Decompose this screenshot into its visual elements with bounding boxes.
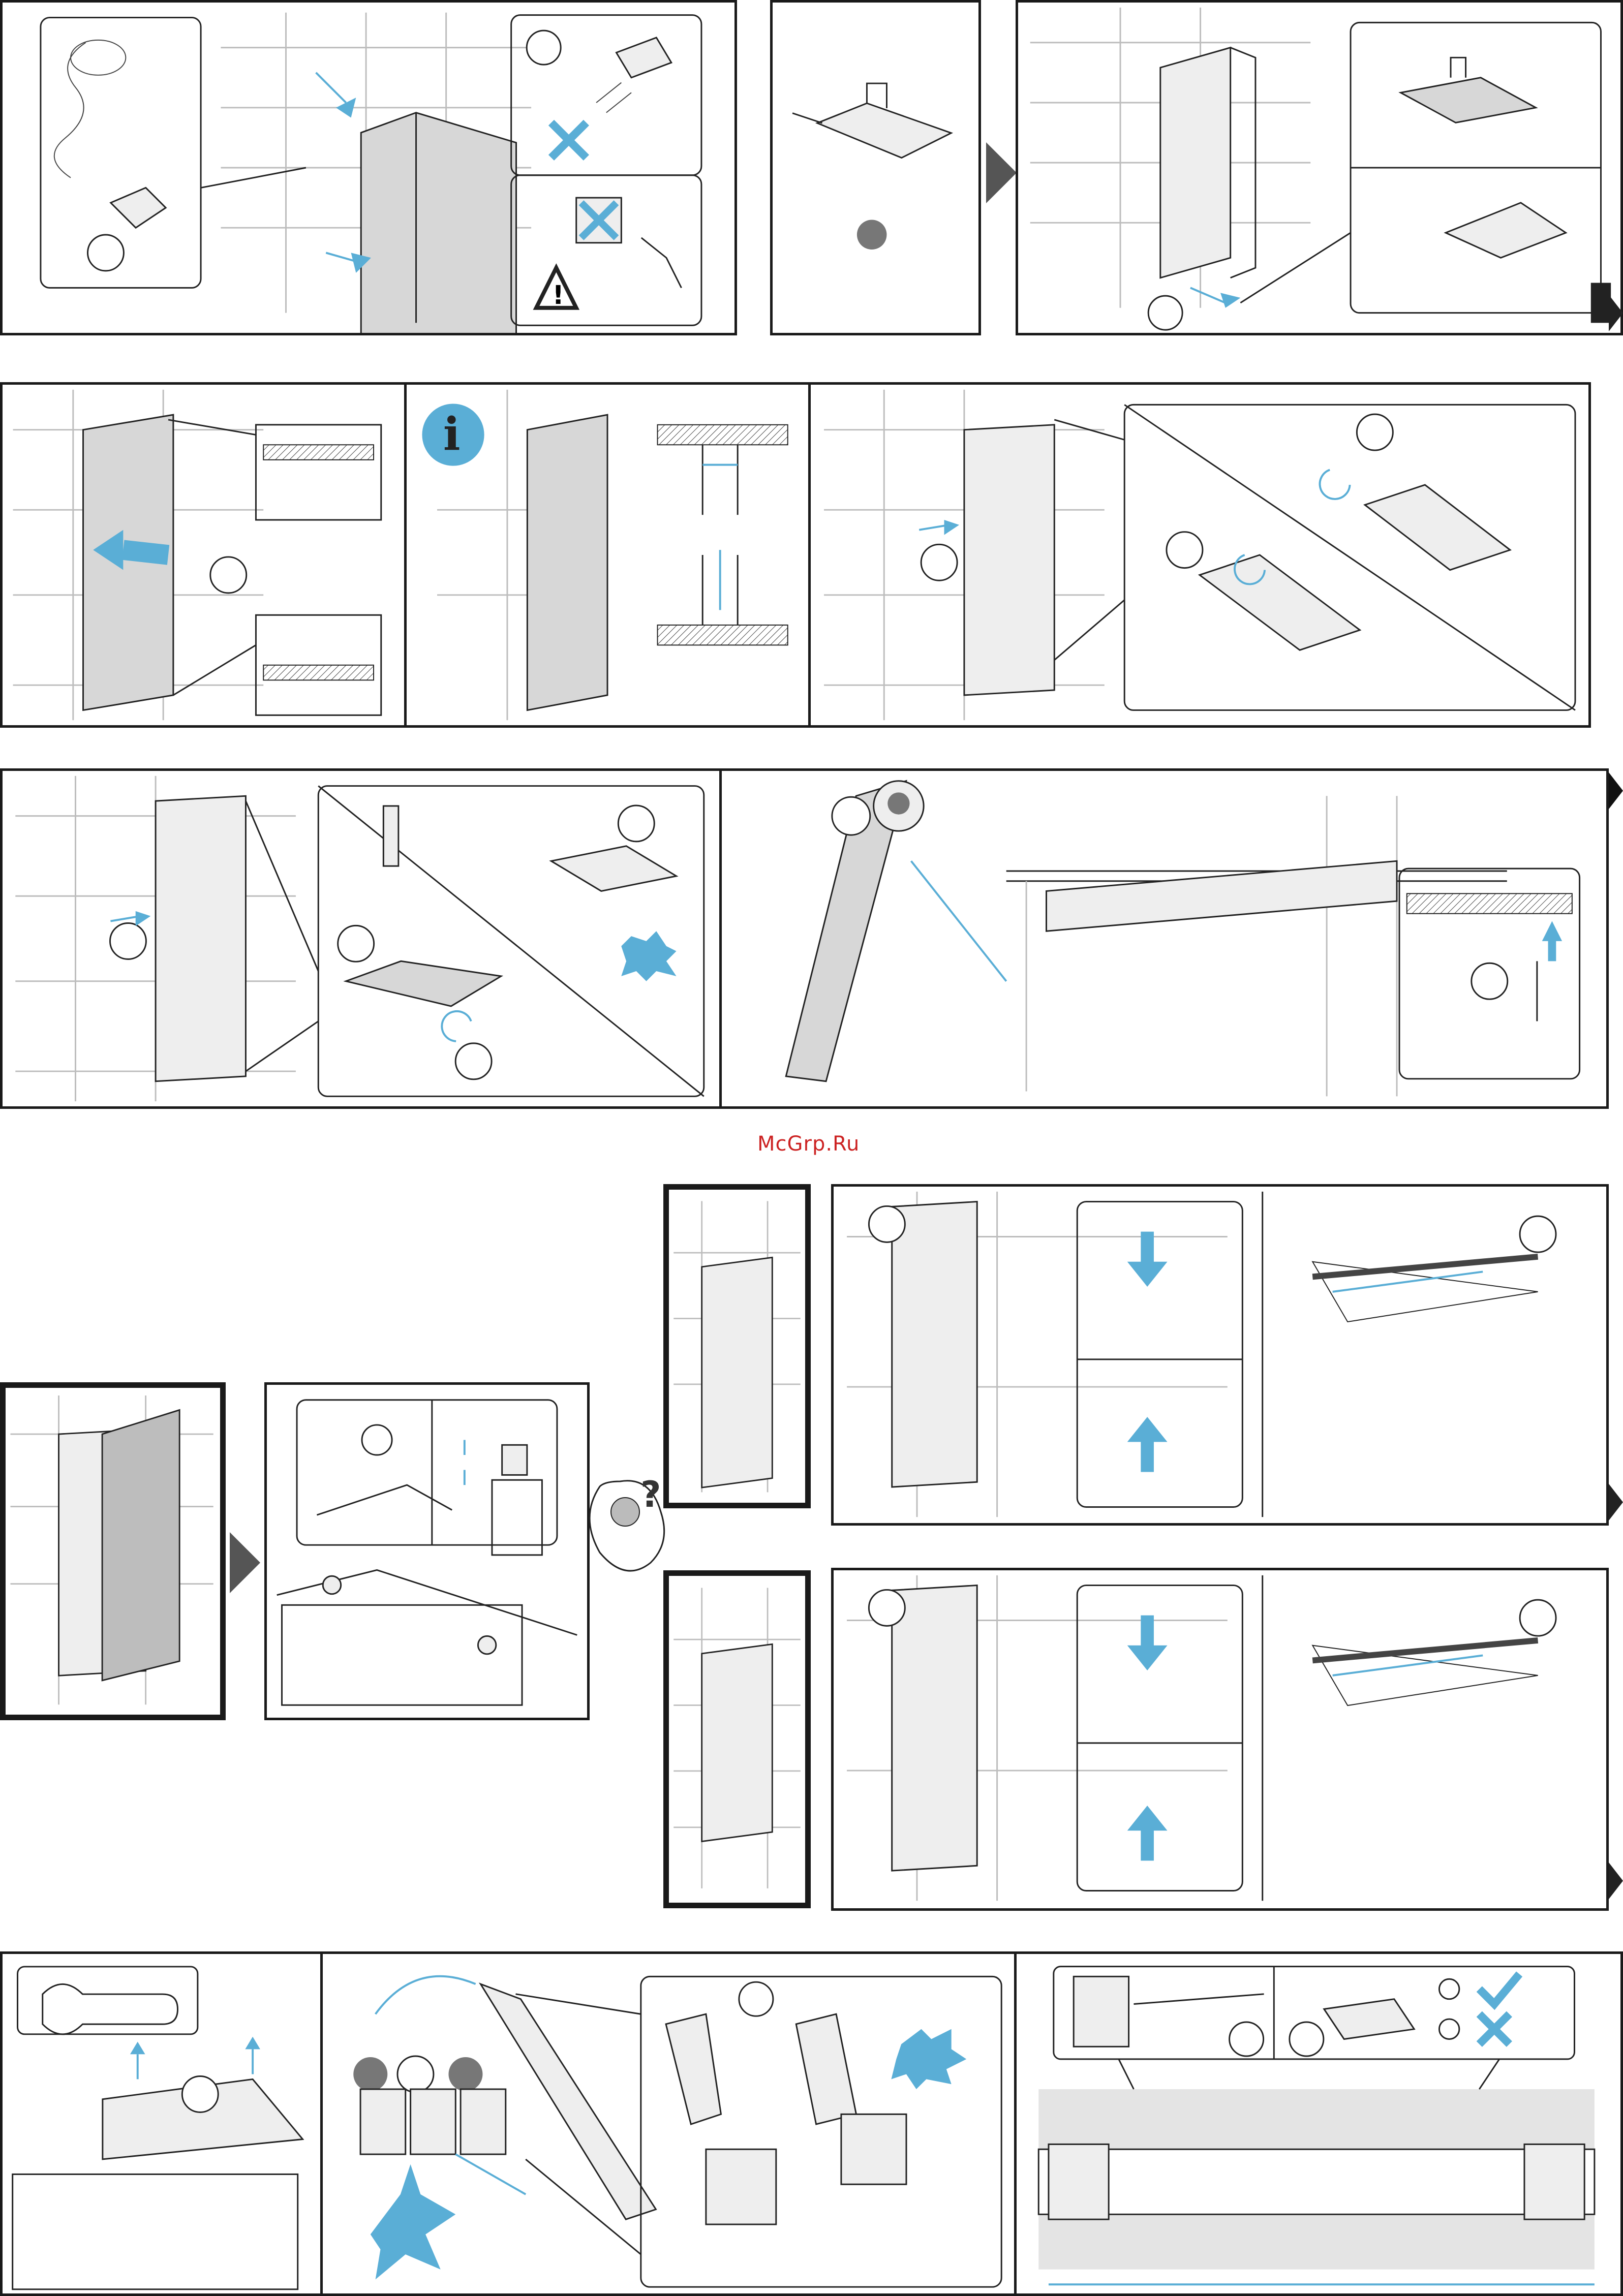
svg-text:!: ! — [552, 280, 564, 311]
panel-hinge — [808, 382, 1591, 728]
panel-remove-nuts — [0, 1951, 323, 2296]
panel-door-align-b — [831, 1568, 1609, 1911]
panel-base-bracket — [1016, 0, 1623, 335]
next-arrow — [986, 142, 1017, 205]
panel-accessory-bag — [770, 0, 981, 335]
next-arrow-2 — [230, 1532, 260, 1595]
panel-door-align-a — [831, 1184, 1609, 1526]
panel-info: i — [404, 382, 811, 728]
continue-arrow-4 — [1609, 1863, 1623, 1899]
continue-arrow-3 — [1609, 1484, 1623, 1521]
question-bubble: ? — [579, 1466, 673, 1583]
panel-bracket-plate — [320, 1951, 1017, 2296]
panel-cabinet-a — [663, 1184, 811, 1508]
panel-side-screw — [719, 768, 1609, 1109]
continue-arrow-2 — [1609, 772, 1623, 809]
panel-cabinet-b — [663, 1570, 811, 1908]
continue-arrow — [1609, 295, 1623, 331]
info-icon: i — [443, 408, 461, 460]
panel-rail-check — [1014, 1951, 1623, 2296]
panel-slide-in — [0, 382, 407, 728]
panel-power-cord: ! — [0, 0, 737, 335]
svg-text:?: ? — [640, 1474, 661, 1515]
watermark: McGrp.Ru — [757, 1132, 860, 1156]
panel-nut-adjust — [264, 1382, 590, 1720]
panel-door-panel — [0, 1382, 226, 1720]
panel-top-bracket — [0, 768, 722, 1109]
